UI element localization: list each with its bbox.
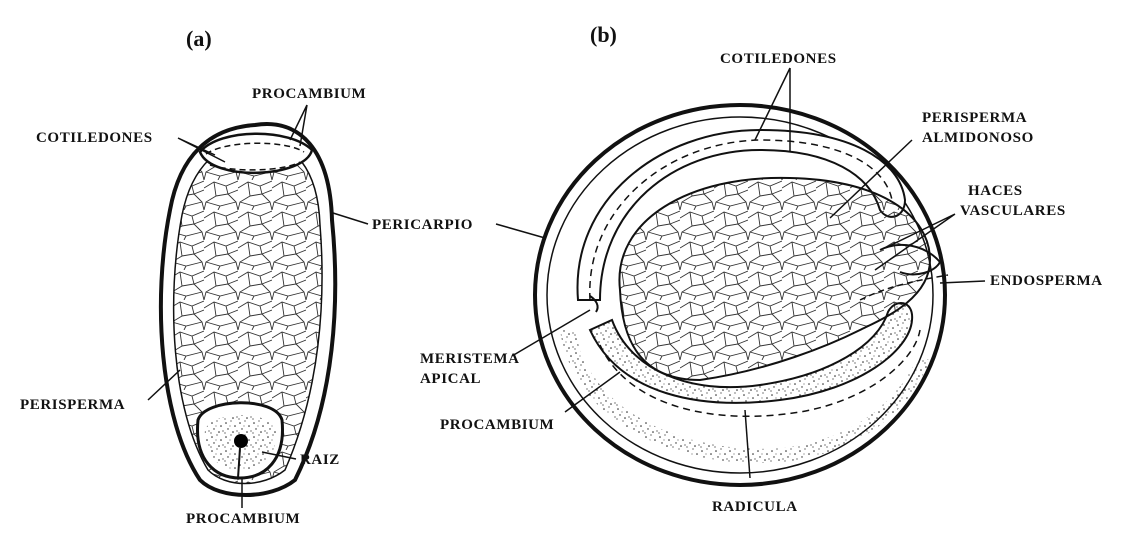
label-raiz-a: RAIZ [300, 451, 340, 469]
label-cotiledones-b: COTILEDONES [720, 50, 837, 68]
label-perisperma-b: PERISPERMA [922, 108, 1034, 128]
label-radicula-b: RADICULA [712, 498, 798, 516]
label-perisperma-almidonoso-b: PERISPERMA ALMIDONOSO [922, 108, 1034, 148]
root-dot-a [234, 434, 248, 448]
label-procambium-bottom-a: PROCAMBIUM [186, 510, 300, 528]
label-procambium-top-a: PROCAMBIUM [252, 85, 366, 103]
panel-a-tag: (a) [186, 30, 212, 48]
label-perisperma-a: PERISPERMA [20, 396, 125, 414]
label-procambium-b: PROCAMBIUM [440, 416, 554, 434]
label-haces-b: HACES [960, 181, 1066, 201]
label-apical-b: APICAL [420, 369, 520, 389]
label-pericarpio-a: PERICARPIO [372, 216, 473, 234]
label-cotiledones-a: COTILEDONES [36, 129, 153, 147]
label-meristema-b: MERISTEMA [420, 349, 520, 369]
label-haces-vasculares-b: HACES VASCULARES [960, 181, 1066, 221]
label-almidonoso-b: ALMIDONOSO [922, 128, 1034, 148]
seed-b [496, 68, 985, 485]
label-vasculares-b: VASCULARES [960, 201, 1066, 221]
label-meristema-apical-b: MERISTEMA APICAL [420, 349, 520, 389]
seed-a [148, 105, 368, 508]
label-endosperma-b: ENDOSPERMA [990, 272, 1103, 290]
panel-b-tag: (b) [590, 26, 617, 44]
